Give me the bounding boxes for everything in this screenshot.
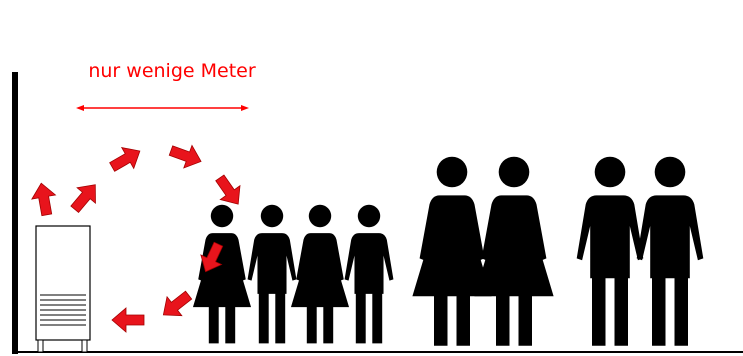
woman-icon	[474, 157, 553, 346]
airflow-arrow-icon	[210, 171, 248, 211]
airflow-arrow-icon	[112, 308, 144, 332]
man-icon	[637, 157, 704, 346]
girl-icon	[291, 205, 349, 344]
girl-icon	[193, 205, 251, 344]
airflow-arrow-icon	[106, 141, 146, 178]
floor-line	[12, 351, 743, 353]
wall	[12, 72, 18, 354]
air-purifier-icon	[36, 226, 90, 352]
airflow-arrow-icon	[167, 139, 205, 172]
distance-caption: nur wenige Meter	[72, 60, 272, 82]
airflow-arrow-icon	[156, 286, 196, 325]
man-icon	[577, 157, 644, 346]
boy-icon	[248, 205, 297, 344]
boy-icon	[345, 205, 394, 344]
airflow-arrow-icon	[29, 181, 58, 217]
distance-double-arrow	[76, 105, 249, 111]
woman-icon	[412, 157, 491, 346]
airflow-arrow-icon	[66, 177, 105, 217]
